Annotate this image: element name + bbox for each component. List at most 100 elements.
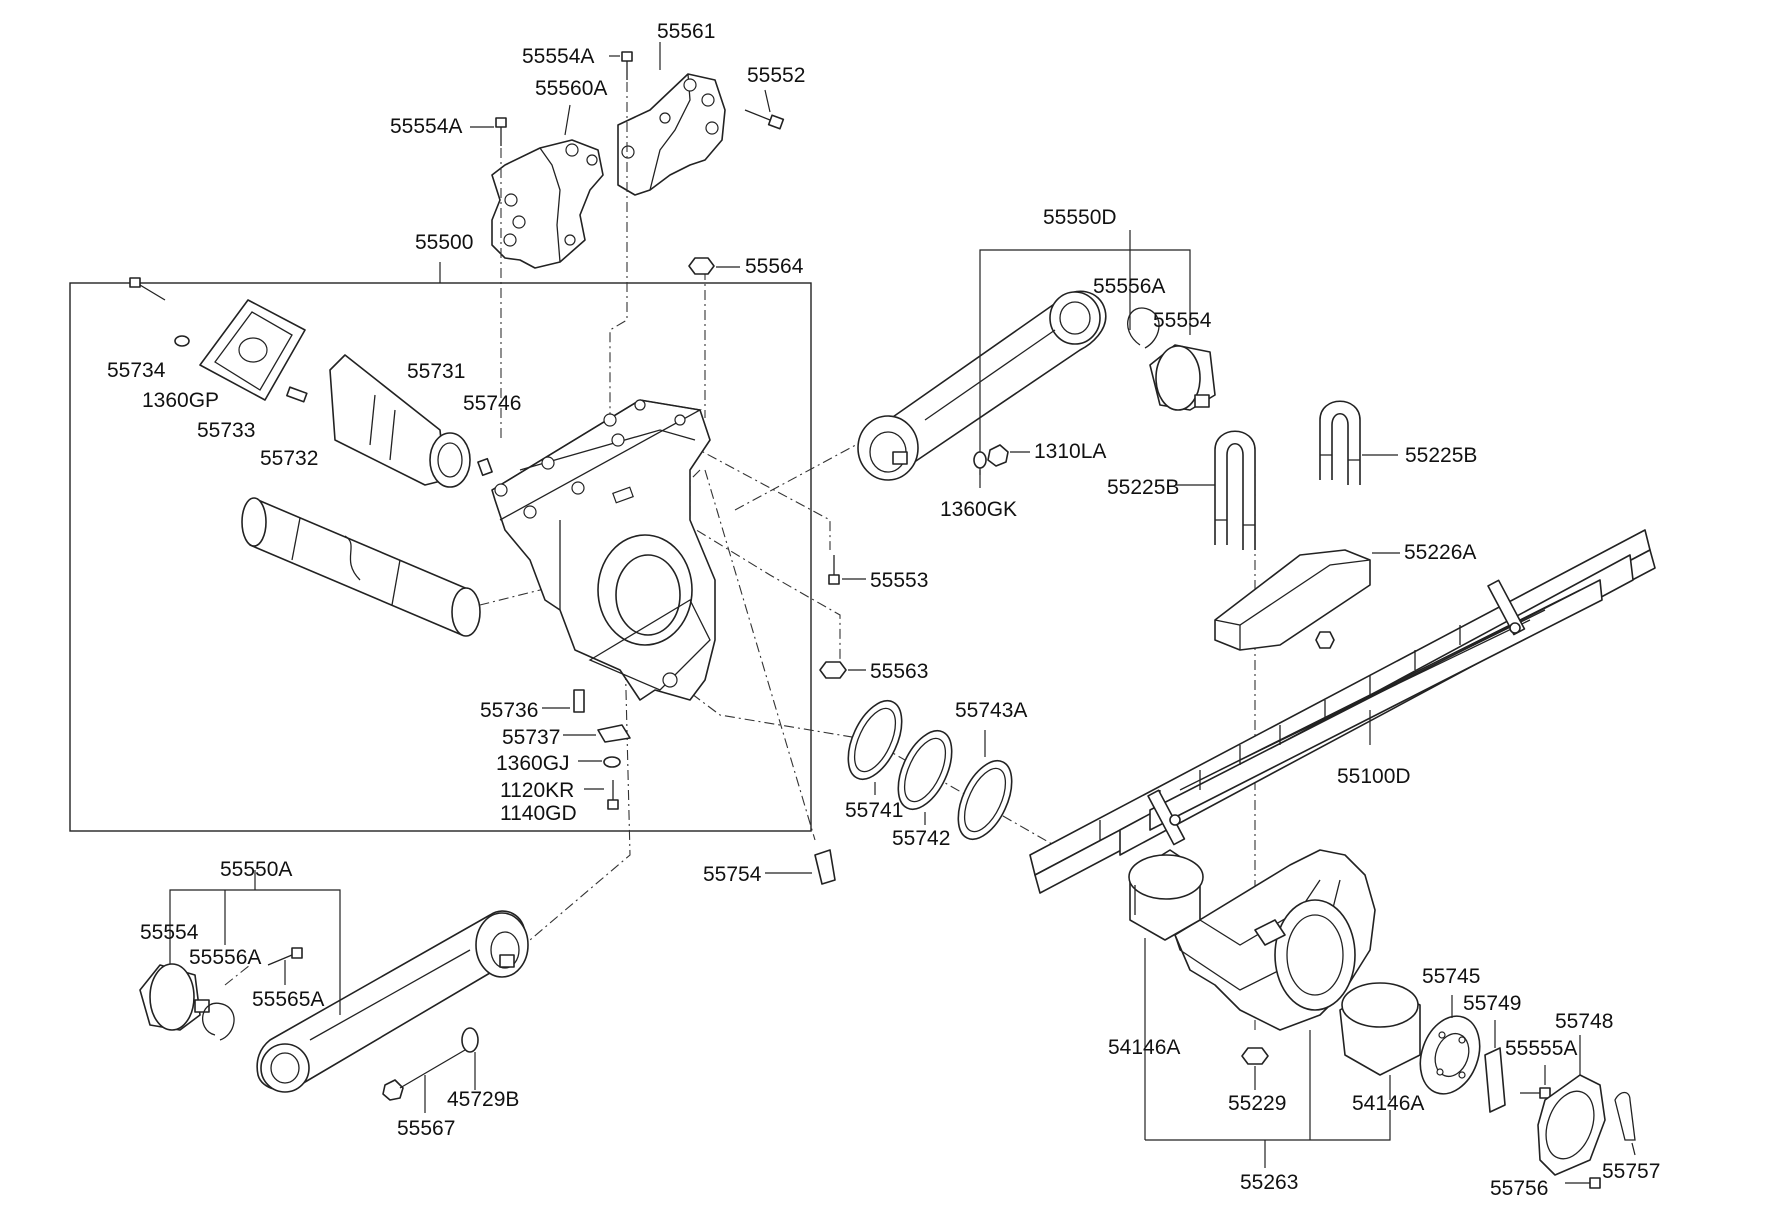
label-55100D: 55100D (1337, 765, 1411, 788)
leaf-spring-55100D (1029, 529, 1656, 894)
bracket-line-55263 (1145, 1030, 1391, 1168)
label-55550A: 55550A (220, 858, 292, 881)
bush-54146A-right (1339, 982, 1421, 1100)
bolt-55567 (382, 1049, 466, 1113)
label-55731: 55731 (407, 360, 465, 383)
label-55757: 55757 (1602, 1160, 1660, 1183)
nut-1310LA (987, 444, 1009, 467)
dashed-guide-2 (609, 82, 628, 415)
bolt-55553 (828, 555, 866, 585)
pin-55732 (286, 386, 308, 403)
label-55736: 55736 (480, 699, 538, 722)
u-bolt-55225B-left (1214, 430, 1256, 550)
label-1120KR: 1120KR (500, 779, 574, 802)
dashed-guide-11 (734, 439, 866, 511)
bolt-55554A-top (609, 51, 633, 80)
label-55552: 55552 (747, 64, 805, 87)
plate-55737 (563, 724, 631, 743)
label-55554-left: 55554 (140, 921, 199, 944)
dashed-guide-7 (704, 469, 816, 841)
spacer-55226A (1214, 549, 1400, 651)
bolt-55555A (1520, 1065, 1551, 1099)
bracket-55560A (491, 139, 604, 269)
u-bolt-55225B-right (1319, 400, 1361, 485)
label-55734: 55734 (107, 359, 166, 382)
bolt-55552 (744, 89, 785, 130)
bolt-55734 (129, 277, 166, 301)
trunnion-shaft (241, 497, 481, 637)
label-55754: 55754 (703, 863, 762, 886)
label-55226A: 55226A (1404, 541, 1476, 564)
nut-55229 (1241, 1047, 1269, 1090)
nut-55563 (819, 661, 866, 679)
label-55742: 55742 (892, 827, 950, 850)
washer-45729B (461, 1027, 479, 1090)
label-1360GP: 1360GP (142, 389, 219, 412)
dashed-guide-13 (224, 964, 251, 986)
label-55225B-left: 55225B (1107, 476, 1179, 499)
label-54146A-left: 54146A (1108, 1036, 1180, 1059)
label-55743A: 55743A (955, 699, 1027, 722)
torque-rod-55550A (256, 910, 529, 1093)
snap-ring-55556A-right (1127, 307, 1160, 349)
washer-55742 (897, 730, 953, 825)
dashed-guide-10 (529, 649, 631, 941)
pin-55736 (542, 689, 585, 713)
label-55733: 55733 (197, 419, 255, 442)
label-45729B: 45729B (447, 1088, 519, 1111)
label-55748: 55748 (1555, 1010, 1613, 1033)
pin-55746 (477, 457, 493, 477)
label-55563: 55563 (870, 660, 928, 683)
bush-55554-left (139, 963, 210, 1031)
bracket-line-55550D (979, 230, 1191, 475)
label-1140GD: 1140GD (500, 802, 577, 825)
bracket-55561 (617, 73, 726, 196)
label-55560A: 55560A (535, 77, 607, 100)
label-1310LA: 1310LA (1034, 440, 1106, 463)
plate-55749 (1484, 1020, 1506, 1113)
label-55554-right: 55554 (1153, 309, 1212, 332)
label-55263: 55263 (1240, 1171, 1298, 1194)
cover-55733 (199, 299, 306, 401)
washer-1360GK (973, 451, 987, 469)
axle-seat-55263 (1174, 849, 1376, 1031)
label-55556A-left: 55556A (189, 946, 261, 969)
label-55756: 55756 (1490, 1177, 1548, 1200)
label-54146A-right: 54146A (1352, 1092, 1424, 1115)
label-55225B-right: 55225B (1405, 444, 1477, 467)
label-55553: 55553 (870, 569, 928, 592)
cover-55748 (1537, 1035, 1606, 1176)
label-55554A-top: 55554A (522, 45, 594, 68)
bolt-1120KR (584, 780, 619, 810)
label-55567: 55567 (397, 1117, 455, 1140)
nut-55564 (688, 257, 740, 275)
label-55229: 55229 (1228, 1092, 1286, 1115)
washer-55743A (957, 730, 1013, 840)
bracket-line-55550A (169, 870, 341, 1015)
label-55550D: 55550D (1043, 206, 1117, 229)
label-55555A: 55555A (1505, 1037, 1577, 1060)
label-55500: 55500 (415, 231, 473, 254)
washer-1360GP (174, 335, 190, 347)
washer-1360GJ (578, 756, 621, 768)
disc-55745 (1419, 995, 1481, 1095)
label-1360GK: 1360GK (940, 498, 1017, 521)
torque-rod-55550D (857, 290, 1107, 481)
label-55741: 55741 (845, 799, 903, 822)
bolt-55756 (1565, 1177, 1601, 1189)
dashed-guide-4 (689, 444, 831, 550)
bolt-55565A (267, 947, 303, 985)
snap-ring-55556A-left (202, 1002, 235, 1041)
label-55565A: 55565A (252, 988, 324, 1011)
bush-54146A-left (1128, 849, 1204, 1140)
label-1360GJ: 1360GJ (496, 752, 570, 775)
spring-hanger-55500 (491, 399, 716, 701)
label-55737: 55737 (502, 726, 560, 749)
bush-55731 (329, 354, 471, 488)
label-55564: 55564 (745, 255, 804, 278)
label-55556A-right: 55556A (1093, 275, 1165, 298)
bush-55554-right (1149, 344, 1216, 411)
cotter-55757 (1614, 1091, 1636, 1156)
dashed-guide-5 (679, 519, 841, 660)
